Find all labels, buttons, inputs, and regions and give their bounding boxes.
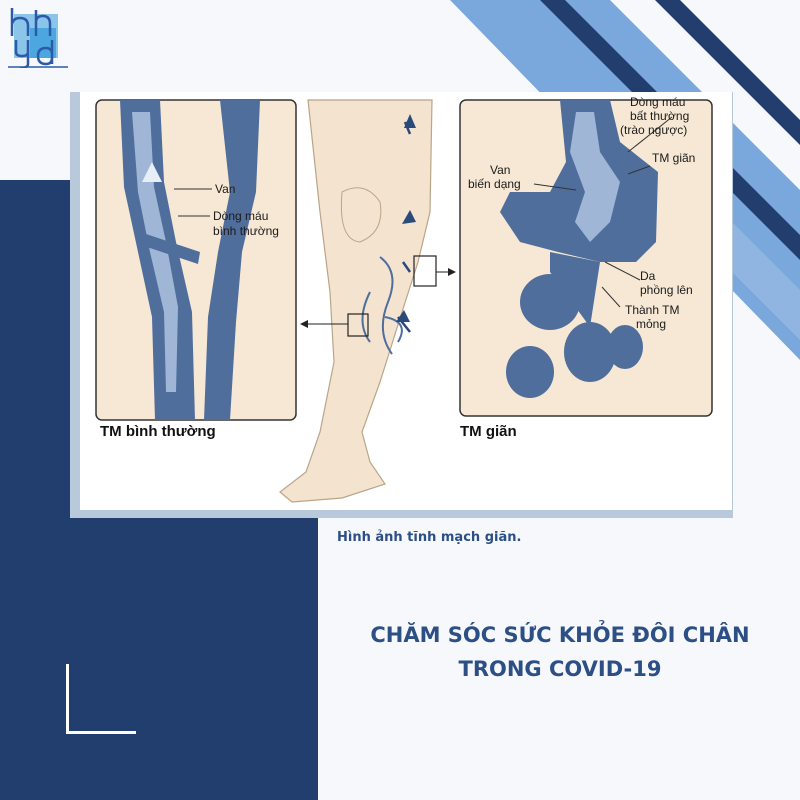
- label-swollen-skin-1: Da: [640, 269, 656, 283]
- label-normal-flow-1: Dòng máu: [213, 209, 268, 223]
- caption-normal-vein: TM bình thường: [100, 423, 216, 440]
- label-thin-wall-1: Thành TM: [625, 303, 679, 317]
- page-title-line-2: TRONG COVID-19: [458, 657, 662, 681]
- label-deformed-valve-2: biến dạng: [468, 177, 521, 191]
- caption-varicose-vein: TM giãn: [460, 423, 517, 440]
- varicose-vein-panel: Dòng máu bất thường (trào ngược) TM giãn…: [459, 95, 713, 440]
- navy-stripe-lower: [655, 0, 800, 145]
- label-dilated-vein: TM giãn: [652, 151, 695, 165]
- varicose-vein-illustration: Van Dòng máu bình thường TM bình thường: [80, 92, 732, 510]
- label-abnormal-flow-3: (trào ngược): [620, 123, 687, 137]
- label-deformed-valve-1: Van: [490, 163, 510, 177]
- corner-bracket-decoration: [66, 664, 136, 734]
- bhyd-logo-icon: [8, 8, 68, 68]
- label-abnormal-flow-1: Dòng máu: [630, 95, 685, 109]
- page-title-line-1: CHĂM SÓC SỨC KHỎE ĐÔI CHÂN: [370, 623, 750, 647]
- label-abnormal-flow-2: bất thường: [630, 109, 689, 123]
- page-title: CHĂM SÓC SỨC KHỎE ĐÔI CHÂN TRONG COVID-1…: [320, 618, 800, 686]
- label-valve: Van: [215, 182, 235, 196]
- image-caption: Hình ảnh tĩnh mạch giãn.: [337, 530, 522, 545]
- normal-vein-panel: Van Dòng máu bình thường TM bình thường: [95, 99, 297, 440]
- label-normal-flow-2: bình thường: [213, 224, 279, 238]
- leg-illustration: [279, 99, 456, 503]
- label-thin-wall-2: mỏng: [636, 317, 666, 331]
- label-swollen-skin-2: phồng lên: [640, 283, 693, 297]
